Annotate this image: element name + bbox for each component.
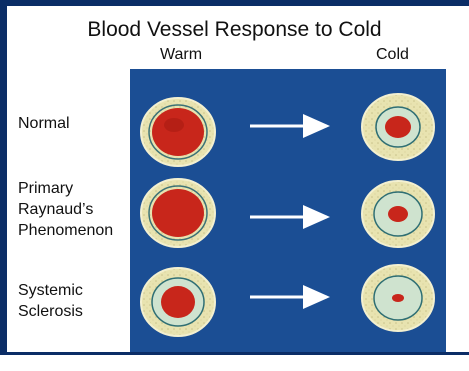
vessel-normal-cold [362, 94, 434, 160]
row-label-systemic-sclerosis: Systemic Sclerosis [18, 280, 83, 322]
column-label-cold: Cold [376, 46, 409, 64]
vessel-normal-warm [141, 98, 215, 166]
top-frame-bar [0, 0, 469, 6]
left-frame-bar [0, 0, 7, 355]
bottom-frame-line [0, 352, 469, 355]
vessel-raynaud-cold [362, 181, 434, 247]
vessel-raynaud-warm [141, 179, 215, 247]
row-label-primary-raynauds: Primary Raynaud’s Phenomenon [18, 178, 113, 241]
page-title: Blood Vessel Response to Cold [0, 18, 469, 42]
vessel-ssc-cold [362, 265, 434, 331]
vessel-diagram [130, 69, 446, 352]
vessel-ssc-warm [141, 268, 215, 336]
column-label-warm: Warm [160, 46, 202, 64]
row-label-normal: Normal [18, 113, 70, 134]
